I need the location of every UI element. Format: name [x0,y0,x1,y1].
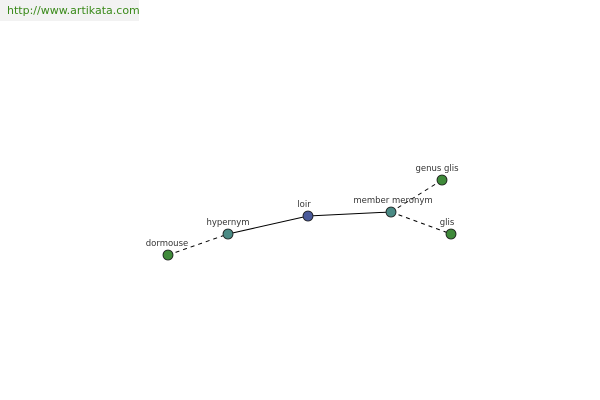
edge-hypernym-to-loir [227,215,309,235]
node-label-glis: glis [440,218,455,228]
edge-member-meronym-to-genus-glis [390,179,443,213]
node-hypernym[interactable] [222,228,234,240]
node-label-genus-glis: genus glis [415,164,459,174]
edge-dormouse-to-hypernym [167,233,229,256]
edge-member-meronym-to-glis [390,211,452,235]
node-member-meronym[interactable] [385,206,397,218]
node-dormouse[interactable] [162,249,174,261]
node-label-hypernym: hypernym [206,218,249,228]
watermark-link-text[interactable]: http://www.artikata.com [7,4,140,17]
edge-layer [167,179,452,256]
node-label-dormouse: dormouse [146,239,188,249]
node-label-loir: loir [297,200,311,210]
edge-loir-to-member-meronym [307,211,392,217]
node-glis[interactable] [445,228,457,240]
node-layer [162,174,457,261]
node-loir[interactable] [302,210,314,222]
node-label-member-meronym: member meronym [353,196,432,206]
node-genus-glis[interactable] [436,174,448,186]
watermark-banner: http://www.artikata.com [0,0,140,21]
label-layer: dormouse hypernym loir member meronym genus … [146,164,459,249]
